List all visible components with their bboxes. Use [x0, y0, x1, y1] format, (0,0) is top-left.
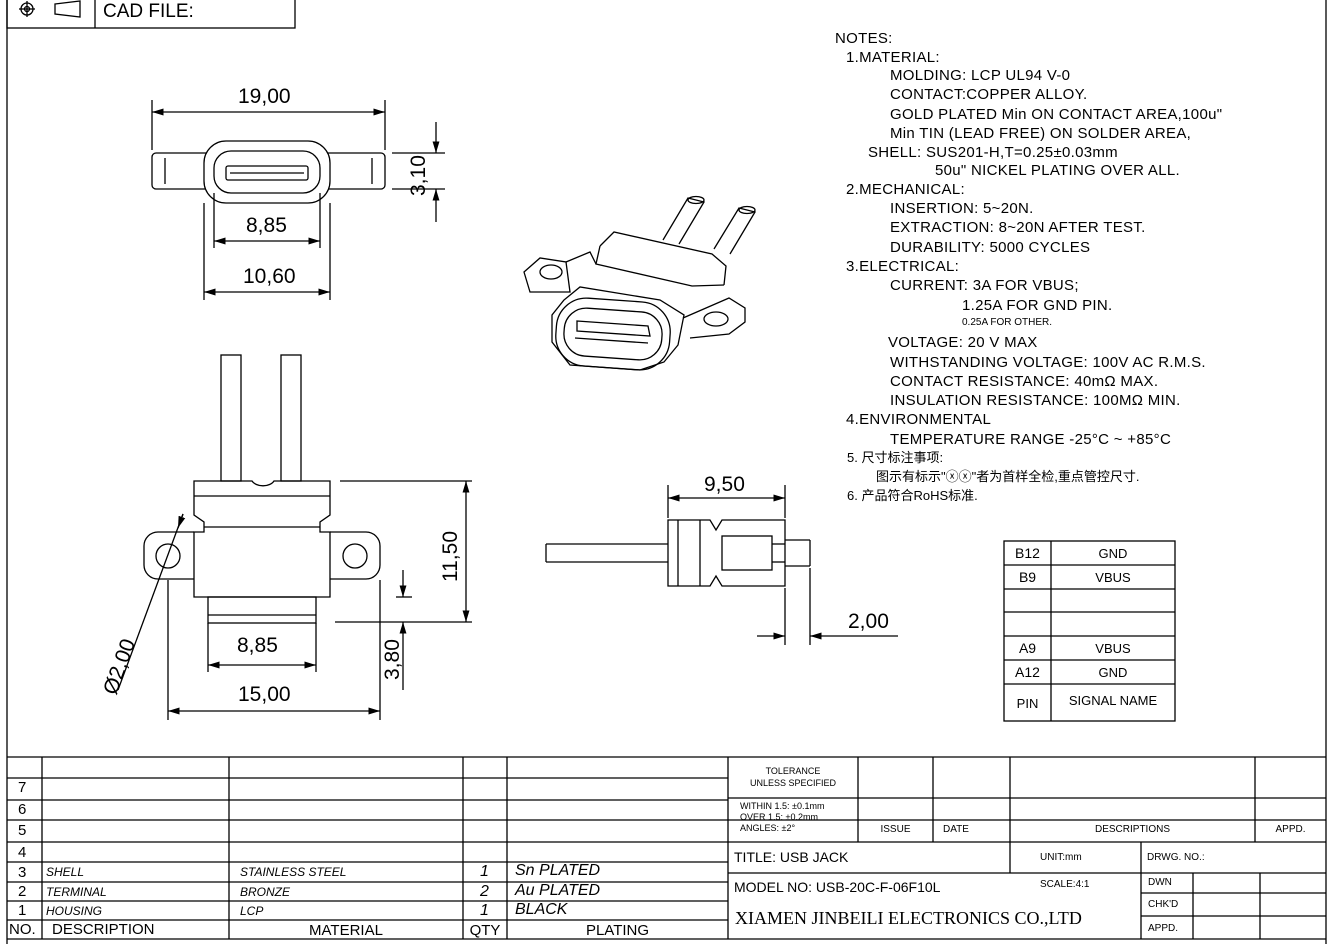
- dim-top-height: 3,10: [407, 155, 430, 196]
- pin-cell: A12: [1015, 664, 1040, 680]
- tolerance-line2: UNLESS SPECIFIED: [749, 778, 837, 788]
- dim-front-width: 15,00: [238, 683, 291, 706]
- bom-qty: 1: [480, 902, 489, 919]
- issue-label: ISSUE: [880, 824, 911, 835]
- bom-header-material: MATERIAL: [309, 922, 383, 939]
- bom-description: SHELL: [46, 865, 85, 879]
- bom-header-description: DESCRIPTION: [52, 921, 155, 938]
- dim-front-depth: 3,80: [381, 639, 404, 680]
- note-line: 6. 产品符合RoHS标准.: [847, 488, 978, 503]
- note-line: INSERTION: 5~20N.: [890, 200, 1034, 217]
- bom-grid: [7, 756, 1326, 940]
- note-line: 50u" NICKEL PLATING OVER ALL.: [935, 162, 1180, 179]
- front-view: [117, 354, 472, 720]
- note-line: TEMPERATURE RANGE -25°C ~ +85°C: [890, 431, 1172, 448]
- dim-side-length: 9,50: [704, 473, 745, 496]
- note-line: CURRENT: 3A FOR VBUS;: [890, 277, 1079, 294]
- dim-side-offset: 2,00: [848, 610, 889, 633]
- side-view: [545, 485, 898, 645]
- note-line: INSULATION RESISTANCE: 100MΩ MIN.: [890, 392, 1181, 409]
- note-line: 5. 尺寸标注事项:: [847, 450, 944, 465]
- drawing-title: TITLE: USB JACK: [734, 849, 849, 865]
- model-number: MODEL NO: USB-20C-F-06F10L: [734, 879, 941, 895]
- bom-no: 2: [18, 883, 27, 900]
- bom-description: HOUSING: [46, 904, 103, 918]
- note-line: SHELL: SUS201-H,T=0.25±0.03mm: [868, 144, 1118, 161]
- note-line: EXTRACTION: 8~20N AFTER TEST.: [890, 219, 1146, 236]
- note-line: 3.ELECTRICAL:: [846, 258, 960, 275]
- bom-no: 1: [18, 902, 27, 919]
- bom-material: LCP: [240, 904, 264, 918]
- company-name: XIAMEN JINBEILI ELECTRONICS CO.,LTD: [735, 908, 1082, 928]
- row-number: 6: [18, 801, 27, 818]
- signal-cell: VBUS: [1095, 641, 1131, 656]
- bom-plating: Sn PLATED: [515, 862, 601, 879]
- chkd-label: CHK'D: [1148, 899, 1179, 910]
- dim-top-opening: 8,85: [246, 214, 287, 237]
- dim-front-height: 11,50: [439, 531, 462, 582]
- notes-title: NOTES:: [835, 30, 893, 47]
- bom-description: TERMINAL: [46, 885, 107, 899]
- note-line: 1.25A FOR GND PIN.: [962, 297, 1113, 314]
- appd-label-2: APPD.: [1148, 923, 1179, 934]
- pin-cell: B12: [1015, 545, 1040, 561]
- bom-no: 3: [18, 864, 27, 881]
- bom-material: BRONZE: [240, 885, 291, 899]
- descriptions-label: DESCRIPTIONS: [1094, 824, 1170, 835]
- drwg-no-label: DRWG. NO.:: [1147, 852, 1205, 863]
- bom-material: STAINLESS STEEL: [240, 865, 347, 879]
- pin-table-grid: [1003, 540, 1176, 722]
- unit-label: UNIT:mm: [1040, 852, 1082, 863]
- note-line: DURABILITY: 5000 CYCLES: [890, 239, 1091, 256]
- bom-plating: BLACK: [515, 901, 568, 918]
- signal-cell: VBUS: [1095, 570, 1131, 585]
- signal-cell: GND: [1098, 665, 1128, 680]
- scale-label: SCALE:4:1: [1040, 879, 1090, 890]
- note-line: CONTACT RESISTANCE: 40mΩ MAX.: [890, 373, 1159, 390]
- note-line: 图示有标示"ⓧⓧ"者为首样全检,重点管控尺寸.: [876, 469, 1140, 484]
- row-number: 7: [18, 779, 27, 796]
- bom-qty: 2: [480, 883, 489, 900]
- dim-top-width: 19,00: [238, 85, 291, 108]
- bom-header-plating: PLATING: [585, 922, 650, 939]
- bom-header-qty: QTY: [469, 922, 501, 939]
- bom-qty: 1: [480, 863, 489, 880]
- tolerance-angles: ANGLES: ±2°: [740, 823, 796, 833]
- tolerance-within: WITHIN 1.5: ±0.1mm: [740, 801, 825, 811]
- note-line: 4.ENVIRONMENTAL: [846, 411, 992, 428]
- cad-file-label: CAD FILE:: [103, 1, 194, 22]
- signal-header: SIGNAL NAME: [1068, 693, 1158, 708]
- dim-top-shell: 10,60: [243, 265, 296, 288]
- pin-cell: B9: [1018, 569, 1037, 585]
- note-line: Min TIN (LEAD FREE) ON SOLDER AREA,: [890, 125, 1192, 142]
- bom-header-no: NO.: [9, 921, 36, 938]
- row-number: 5: [18, 822, 27, 839]
- note-line: GOLD PLATED Min ON CONTACT AREA,100u": [890, 106, 1223, 123]
- dim-front-opening: 8,85: [237, 634, 278, 657]
- note-line: MOLDING: LCP UL94 V-0: [890, 67, 1071, 84]
- bom-plating: Au PLATED: [515, 882, 601, 899]
- row-number: 4: [18, 844, 27, 861]
- note-line: 2.MECHANICAL:: [846, 181, 965, 198]
- signal-cell: GND: [1098, 546, 1128, 561]
- pin-cell: A9: [1018, 640, 1037, 656]
- appd-label: APPD.: [1275, 824, 1306, 835]
- pin-header: PIN: [1016, 696, 1039, 711]
- tolerance-line1: TOLERANCE: [765, 766, 821, 776]
- dwn-label: DWN: [1148, 877, 1172, 888]
- iso-view: [523, 195, 757, 371]
- note-line: 1.MATERIAL:: [846, 49, 940, 66]
- tolerance-over: OVER 1.5: ±0.2mm: [740, 812, 818, 822]
- note-line: 0.25A FOR OTHER.: [962, 317, 1053, 328]
- date-label: DATE: [943, 824, 969, 835]
- note-line: CONTACT:COPPER ALLOY.: [890, 86, 1088, 103]
- top-view: [151, 100, 445, 300]
- note-line: VOLTAGE: 20 V MAX: [888, 334, 1038, 351]
- title-block-grid: [728, 757, 1326, 939]
- note-line: WITHSTANDING VOLTAGE: 100V AC R.M.S.: [890, 354, 1206, 371]
